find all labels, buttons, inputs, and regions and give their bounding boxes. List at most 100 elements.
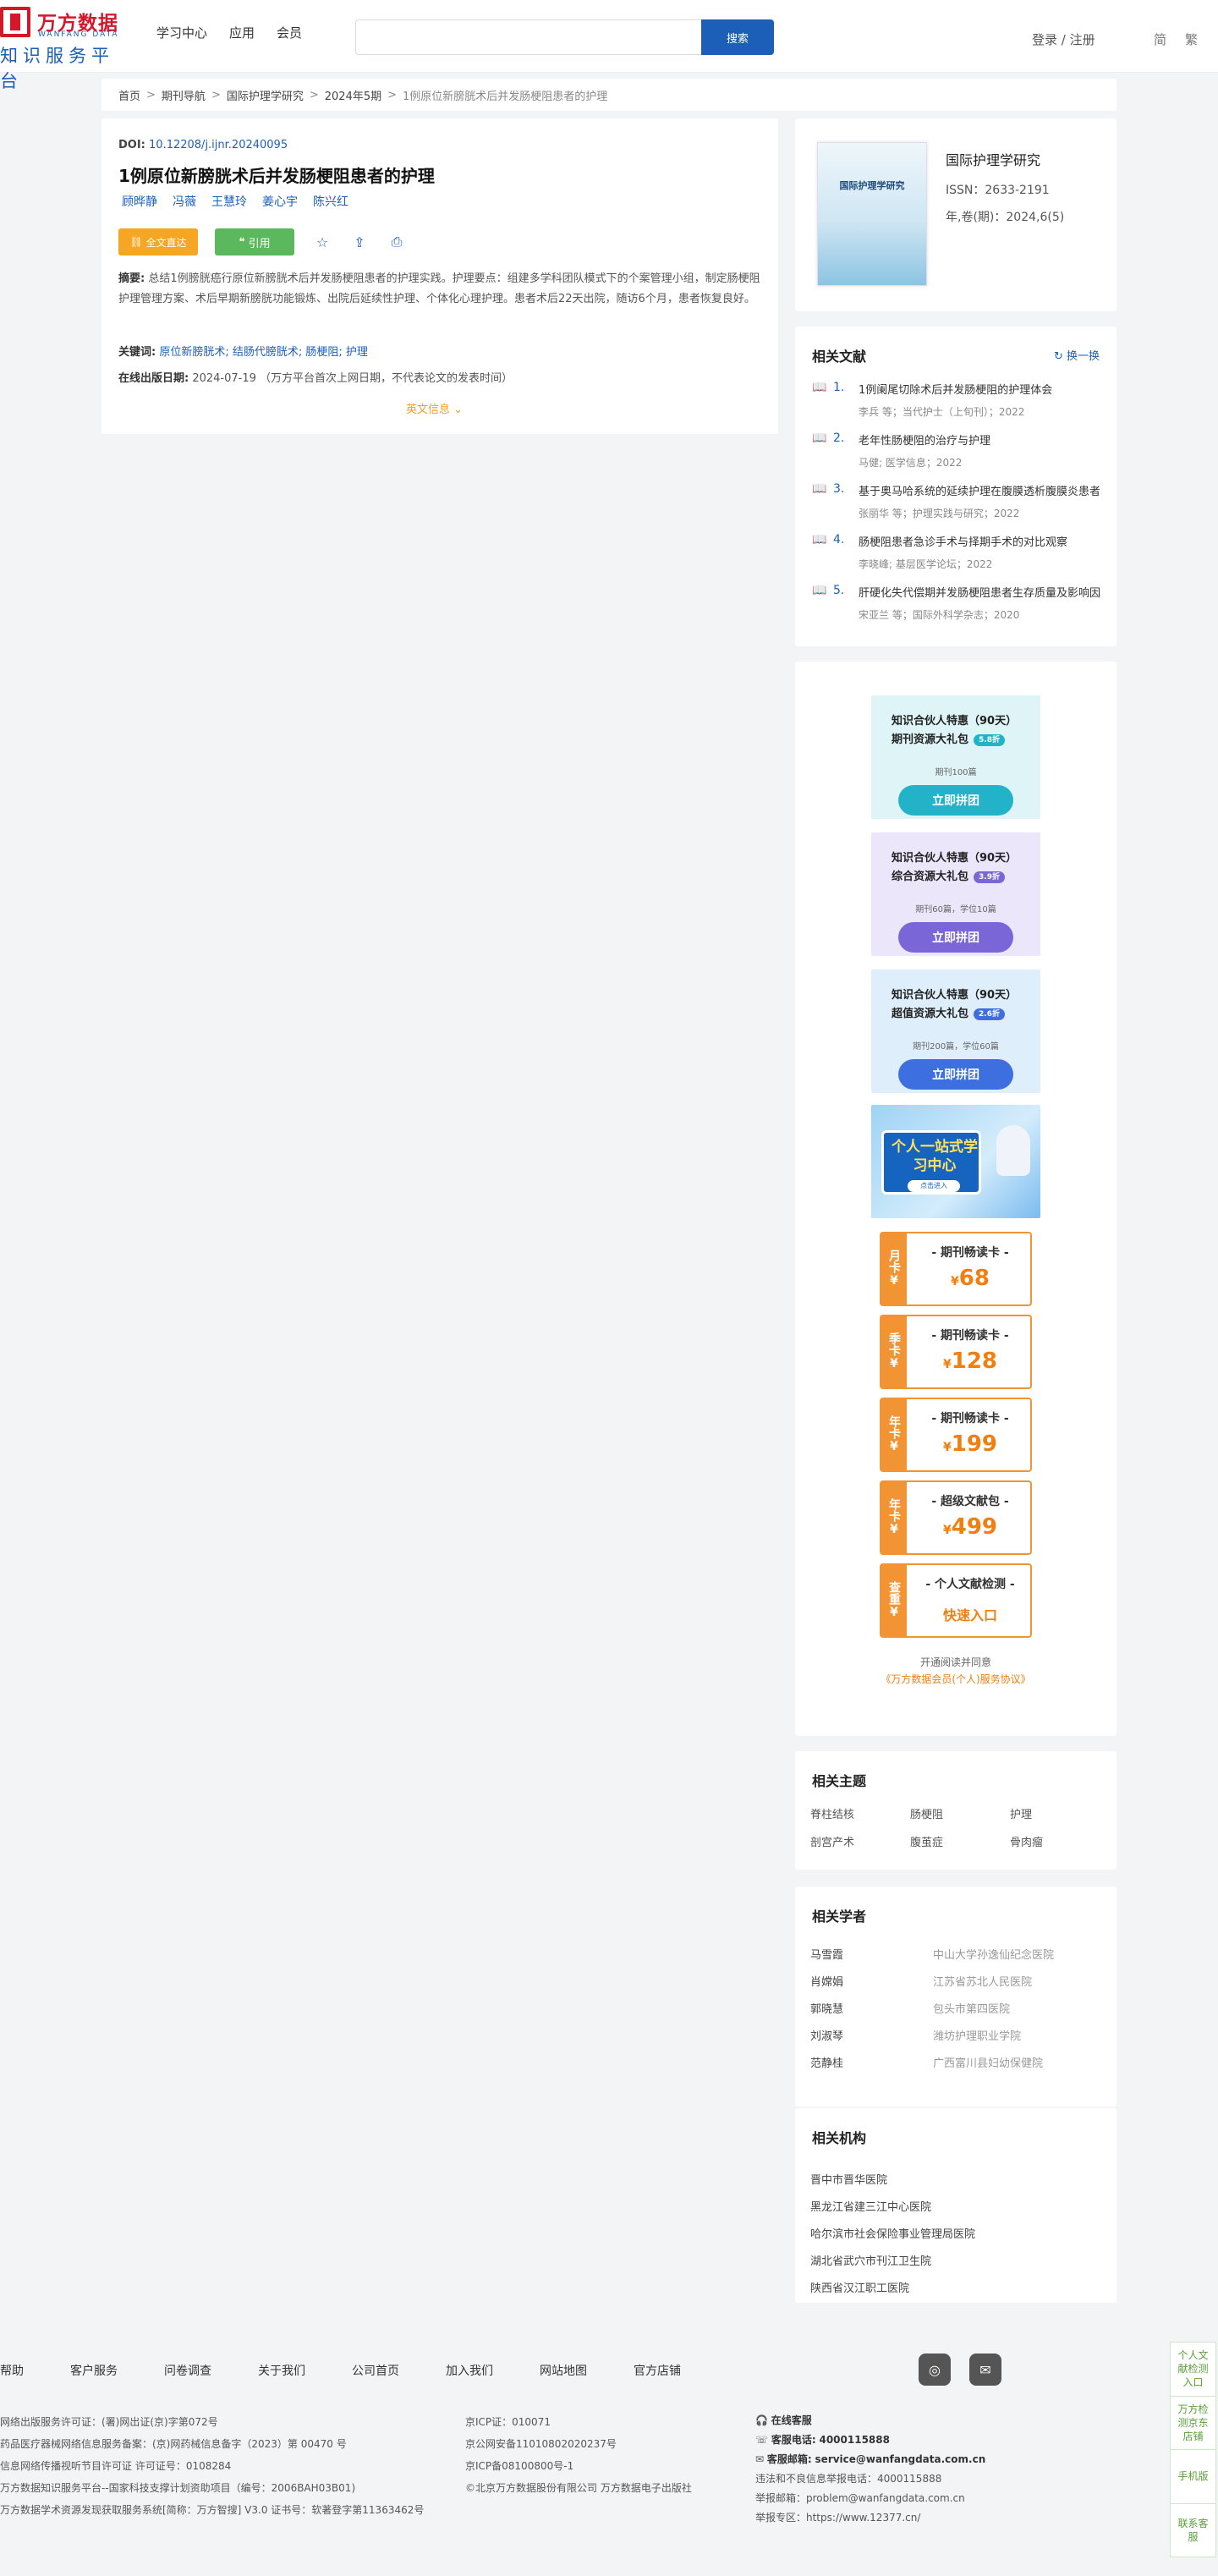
vip-card[interactable]: 年卡¥ - 期刊畅读卡 - ¥199 (880, 1398, 1032, 1472)
author-link[interactable]: 顾晔静 (122, 195, 157, 209)
float-jd-store[interactable]: 万方检测京东店铺 (1171, 2397, 1215, 2450)
breadcrumb-journal[interactable]: 国际护理学研究 (226, 90, 304, 103)
footer-link[interactable]: 加入我们 (446, 2365, 493, 2378)
search-button[interactable]: 搜索 (701, 19, 774, 55)
share-icon[interactable]: ⇪ (354, 233, 365, 250)
fulltext-button[interactable]: ⛓ 全文直达 (118, 228, 198, 255)
language-switch: 简 繁 (1154, 30, 1198, 48)
print-icon[interactable]: ⎙ (391, 233, 403, 250)
list-item[interactable]: 📖3.基于奥马哈系统的延续护理在腹膜透析腹膜炎患者中的应用张丽华 等；护理实践与… (812, 481, 1104, 531)
online-service-link[interactable]: 🎧 在线客服 (755, 2411, 985, 2430)
topic-link[interactable]: 骨肉瘤 (1010, 1837, 1044, 1849)
author-link[interactable]: 陈兴红 (313, 195, 348, 209)
vip-card[interactable]: 月卡¥ - 期刊畅读卡 - ¥68 (880, 1232, 1032, 1306)
nav-learning-center[interactable]: 学习中心 (156, 25, 208, 41)
author-link[interactable]: 姜心宇 (262, 195, 298, 209)
scholar-list: 马雪霞中山大学孙逸仙纪念医院 肖嫦娟江苏省苏北人民医院 郭晓慧包头市第四医院 刘… (810, 1946, 1106, 2081)
login-register-link[interactable]: 登录 / 注册 (1032, 32, 1095, 47)
vip-card[interactable]: 年卡¥ - 超级文献包 - ¥499 (880, 1480, 1032, 1555)
icp-line[interactable]: 京ICP证：010071 (465, 2416, 551, 2428)
list-item[interactable]: 📖1.1例阑尾切除术后并发肠梗阻的护理体会李兵 等；当代护士（上旬刊）；2022 (812, 379, 1104, 430)
item-title[interactable]: 肝硬化失代偿期并发肠梗阻患者生存质量及影响因素 (859, 587, 1100, 600)
item-title[interactable]: 肠梗阻患者急诊手术与择期手术的对比观察 (859, 536, 1068, 549)
email-value[interactable]: service@wanfangdata.com.cn (815, 2453, 986, 2465)
report-line: 违法和不良信息举报电话：4000115888 (755, 2473, 942, 2485)
doi-link[interactable]: 10.12208/j.ijnr.20240095 (149, 139, 288, 151)
journal-volume: 年,卷(期)：2024,6(5) (946, 211, 1065, 224)
service-agreement-link[interactable]: 《万方数据会员(个人)服务协议》 (881, 1673, 1031, 1685)
plagiarism-check-card[interactable]: 查重¥ - 个人文献检测 - 快速入口 (880, 1563, 1032, 1638)
scholar-name[interactable]: 马雪霞 (810, 1949, 844, 1962)
org-link[interactable]: 湖北省武穴市刊江卫生院 (810, 2255, 932, 2268)
list-item[interactable]: 📖5.肝硬化失代偿期并发肠梗阻患者生存质量及影响因素宋亚兰 等；国际外科学杂志；… (812, 582, 1104, 633)
footer-link[interactable]: 网站地图 (540, 2365, 587, 2378)
lang-traditional[interactable]: 繁 (1185, 32, 1199, 47)
weibo-icon[interactable]: ◎ (919, 2354, 951, 2386)
org-link[interactable]: 哈尔滨市社会保险事业管理局医院 (810, 2228, 976, 2241)
scholar-name[interactable]: 刘淑琴 (810, 2030, 844, 2043)
float-contact[interactable]: 联系客服 (1177, 2517, 1209, 2543)
author-link[interactable]: 冯薇 (173, 195, 196, 209)
footer-link[interactable]: 公司首页 (352, 2365, 399, 2378)
topic-link[interactable]: 剖宫产术 (810, 1837, 855, 1849)
english-info-toggle[interactable]: 英文信息 ⌄ (406, 400, 463, 416)
list-item[interactable]: 📖4.肠梗阻患者急诊手术与择期手术的对比观察李晓峰; 基层医学论坛；2022 (812, 531, 1104, 582)
footer-licenses: 网络出版服务许可证：(署)网出证(京)字第072号 药品医疗器械网络信息服务备案… (0, 2411, 424, 2521)
footer-link[interactable]: 关于我们 (258, 2365, 305, 2378)
footer-link[interactable]: 官方店铺 (634, 2365, 681, 2378)
scholar-name[interactable]: 范静桂 (810, 2057, 844, 2070)
item-title[interactable]: 基于奥马哈系统的延续护理在腹膜透析腹膜炎患者中的应用 (859, 486, 1100, 498)
list-item[interactable]: 📖2.老年性肠梗阻的治疗与护理马健; 医学信息；2022 (812, 430, 1104, 481)
keywords-text[interactable]: 原位新膀胱术; 结肠代膀胱术; 肠梗阻; 护理 (159, 346, 368, 359)
wechat-icon[interactable]: ✉ (969, 2354, 1001, 2386)
topic-link[interactable]: 护理 (1010, 1809, 1033, 1821)
quick-entry-link[interactable]: 快速入口 (942, 1607, 997, 1623)
topic-link[interactable]: 腹茧症 (910, 1837, 944, 1849)
star-icon[interactable]: ☆ (315, 233, 329, 250)
org-link[interactable]: 黑龙江省建三江中心医院 (810, 2201, 932, 2214)
org-link[interactable]: 陕西省汉江职工医院 (810, 2282, 910, 2295)
item-title[interactable]: 1例阑尾切除术后并发肠梗阻的护理体会 (859, 384, 1053, 397)
topic-link[interactable]: 脊柱结核 (810, 1809, 855, 1821)
scholar-name[interactable]: 肖嫦娟 (810, 1976, 844, 1989)
group-buy-button[interactable]: 立即拼团 (898, 922, 1013, 953)
item-title[interactable]: 老年性肠梗阻的治疗与护理 (859, 435, 991, 448)
pubdate-label: 在线出版日期: (118, 372, 189, 385)
footer-link[interactable]: 问卷调查 (164, 2365, 211, 2378)
discount-badge: 5.8折 (974, 733, 1005, 746)
float-mobile[interactable]: 手机版 (1171, 2450, 1215, 2504)
lang-simplified[interactable]: 简 (1154, 32, 1167, 47)
report-line[interactable]: 举报专区：https://www.12377.cn/ (755, 2512, 921, 2524)
license-line: 网络出版服务许可证：(署)网出证(京)字第072号 (0, 2416, 218, 2428)
doi: DOI: 10.12208/j.ijnr.20240095 (118, 139, 288, 151)
cite-button[interactable]: ❝ 引用 (215, 228, 294, 255)
agree-note: 开通阅读并同意 (919, 1656, 991, 1668)
item-number: 4. (833, 533, 845, 547)
breadcrumb-issue[interactable]: 2024年5期 (324, 90, 382, 103)
learning-center-banner[interactable]: 个人一站式学习中心 点击进入 (871, 1105, 1040, 1218)
social-links: ◎ ✉ (919, 2354, 1001, 2386)
group-buy-button[interactable]: 立即拼团 (898, 785, 1013, 816)
icp-line[interactable]: 京ICP备08100800号-1 (465, 2460, 574, 2472)
float-check-entry[interactable]: 个人文献检测入口 (1171, 2343, 1215, 2397)
group-buy-button[interactable]: 立即拼团 (898, 1059, 1013, 1090)
vip-card[interactable]: 季卡¥ - 期刊畅读卡 - ¥128 (880, 1315, 1032, 1389)
org-link[interactable]: 晋中市晋华医院 (810, 2174, 888, 2187)
footer-link[interactable]: 帮助 (0, 2365, 24, 2378)
nav-apps[interactable]: 应用 (229, 25, 255, 41)
breadcrumb-home[interactable]: 首页 (118, 90, 141, 103)
search-input[interactable]: 搜索 (355, 19, 774, 55)
author-link[interactable]: 王慧玲 (211, 195, 247, 209)
wanfang-logo[interactable]: 万方数据 WANFANG DATA 知识服务平台 (0, 7, 135, 91)
pack-note: 期刊200篇，学位60篇 (913, 1042, 999, 1052)
icp-line[interactable]: 京公网安备11010802020237号 (465, 2438, 617, 2450)
breadcrumb-journals[interactable]: 期刊导航 (161, 90, 206, 103)
pack-title1: 知识合伙人特惠（90天） (892, 715, 1018, 728)
journal-cover[interactable]: 国际护理学研究 (817, 142, 927, 286)
topic-link[interactable]: 肠梗阻 (910, 1809, 944, 1821)
journal-name[interactable]: 国际护理学研究 (946, 152, 1041, 168)
nav-membership[interactable]: 会员 (277, 25, 303, 41)
footer-link[interactable]: 客户服务 (70, 2365, 118, 2378)
scholar-name[interactable]: 郭晓慧 (810, 2003, 844, 2016)
swap-button[interactable]: ↻ 换一换 (1054, 347, 1100, 363)
